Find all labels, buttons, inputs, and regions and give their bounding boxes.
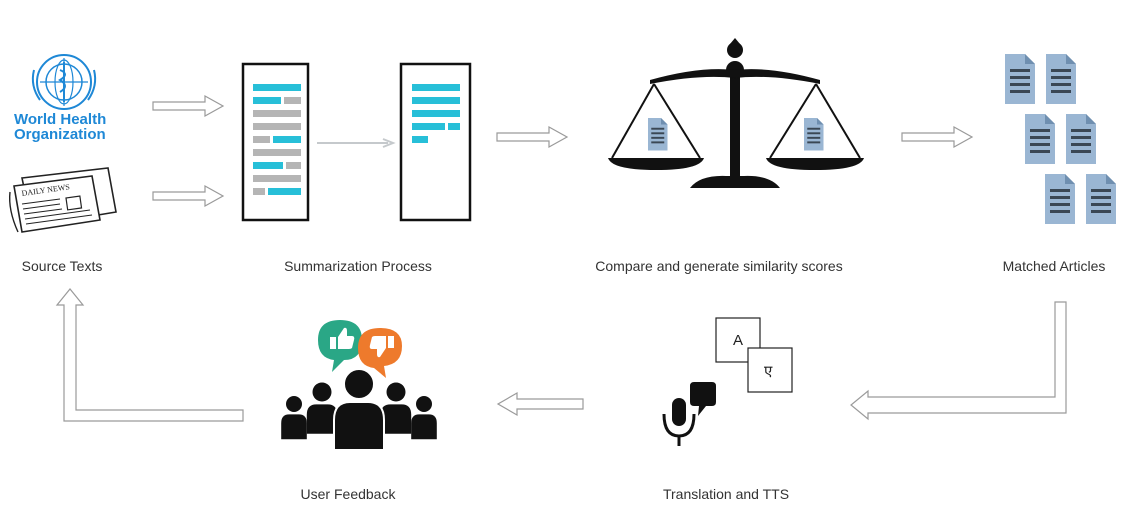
arrow-icon [496, 391, 584, 417]
microphone-icon [662, 398, 696, 446]
thumbs-up-icon [318, 320, 362, 372]
document-icon [399, 62, 472, 222]
newspaper-icon: DAILY NEWS [8, 167, 117, 233]
users-group-icon [281, 368, 437, 451]
arrow-icon [317, 138, 396, 148]
who-logo-line1: World Health [14, 111, 106, 128]
user-feedback-label: User Feedback [300, 486, 396, 502]
thumbs-down-icon [358, 328, 402, 378]
translate-latin-glyph: A [733, 332, 743, 349]
document-icon [241, 62, 310, 222]
arrow-icon [55, 288, 244, 422]
arrow-icon [152, 95, 224, 117]
scale-icon [608, 38, 864, 188]
translate-devanagari-glyph: ए [764, 363, 773, 380]
arrow-icon [496, 126, 568, 148]
arrow-icon [901, 126, 973, 148]
summarization-label: Summarization Process [284, 258, 432, 274]
compare-label: Compare and generate similarity scores [595, 258, 843, 274]
document-icon [648, 118, 668, 151]
translate-icon: A ए [715, 317, 793, 393]
document-icon [804, 118, 824, 151]
source-texts-label: Source Texts [21, 258, 103, 274]
speech-bubble-icon [690, 382, 716, 416]
matched-articles-label: Matched Articles [1002, 258, 1106, 274]
who-logo-icon [31, 54, 97, 110]
arrow-icon [850, 301, 1067, 421]
translation-label: Translation and TTS [662, 486, 790, 502]
who-logo-line2: Organization [14, 126, 106, 143]
file-stack-icon [1005, 54, 1116, 224]
arrow-icon [152, 185, 224, 207]
